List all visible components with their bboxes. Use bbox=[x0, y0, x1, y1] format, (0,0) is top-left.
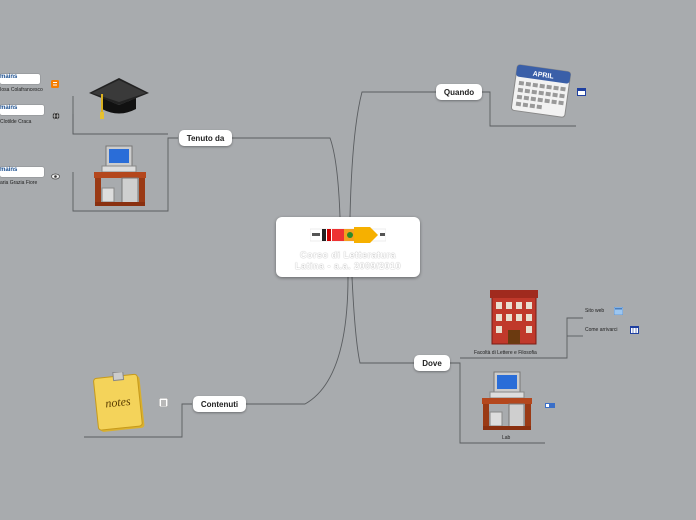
branch-label: Dove bbox=[422, 358, 442, 368]
lab-label: Lab bbox=[502, 435, 511, 441]
teacher-badge[interactable]: mains bbox=[0, 105, 44, 115]
central-title-line1: Corso di Letteratura bbox=[299, 250, 396, 260]
teacher-name: aria Grazia Fiore bbox=[0, 180, 38, 186]
web-page-icon[interactable] bbox=[614, 307, 623, 315]
calendar-month: APRIL bbox=[532, 71, 554, 81]
calendar-icon: APRIL bbox=[510, 64, 572, 118]
central-topic[interactable]: Corso di Letteratura Latina - a.a. 2009/… bbox=[276, 217, 420, 277]
branch-quando[interactable]: Quando bbox=[436, 84, 482, 100]
branch-contenuti[interactable]: Contenuti bbox=[193, 396, 246, 412]
lab-computer-icon bbox=[482, 371, 532, 430]
badge-brand: mains bbox=[0, 105, 18, 111]
calendar-small-icon[interactable] bbox=[577, 88, 586, 96]
branch-label: Tenuto da bbox=[186, 133, 225, 143]
teacher-badge[interactable]: mains bbox=[0, 167, 44, 177]
branch-tenuto-da[interactable]: Tenuto da bbox=[179, 130, 232, 146]
graduation-cap-icon bbox=[89, 78, 149, 119]
teacher-badge[interactable]: mains bbox=[0, 74, 40, 84]
facolta-label: Facoltà di Lettere e Filosofia bbox=[474, 350, 537, 356]
link-icon[interactable] bbox=[545, 403, 555, 408]
blog-icon[interactable] bbox=[51, 80, 59, 88]
notes-label: notes bbox=[105, 394, 132, 411]
teacher-name: Clotilde Craca bbox=[0, 119, 32, 125]
badge-brand: mains bbox=[0, 167, 18, 173]
badge-brand: mains bbox=[0, 74, 18, 80]
central-logo-icon bbox=[310, 227, 386, 243]
teacher-name: Iosa Colafrancesco bbox=[0, 87, 43, 93]
computer-desk-icon bbox=[94, 145, 146, 206]
sito-web-label: Sito web bbox=[585, 308, 605, 314]
building-icon bbox=[490, 290, 538, 345]
come-arrivarci-label: Come arrivarci bbox=[585, 327, 618, 333]
globe-icon[interactable] bbox=[52, 112, 60, 120]
notes-icon: notes bbox=[93, 372, 145, 432]
branch-label: Contenuti bbox=[200, 399, 239, 409]
branch-dove[interactable]: Dove bbox=[414, 355, 450, 371]
map-icon[interactable] bbox=[630, 326, 639, 334]
list-icon[interactable] bbox=[159, 398, 168, 407]
eye-icon[interactable] bbox=[51, 173, 60, 180]
central-title-line2: Latina - a.a. 2009/2010 bbox=[294, 261, 402, 271]
branch-label: Quando bbox=[443, 87, 475, 97]
